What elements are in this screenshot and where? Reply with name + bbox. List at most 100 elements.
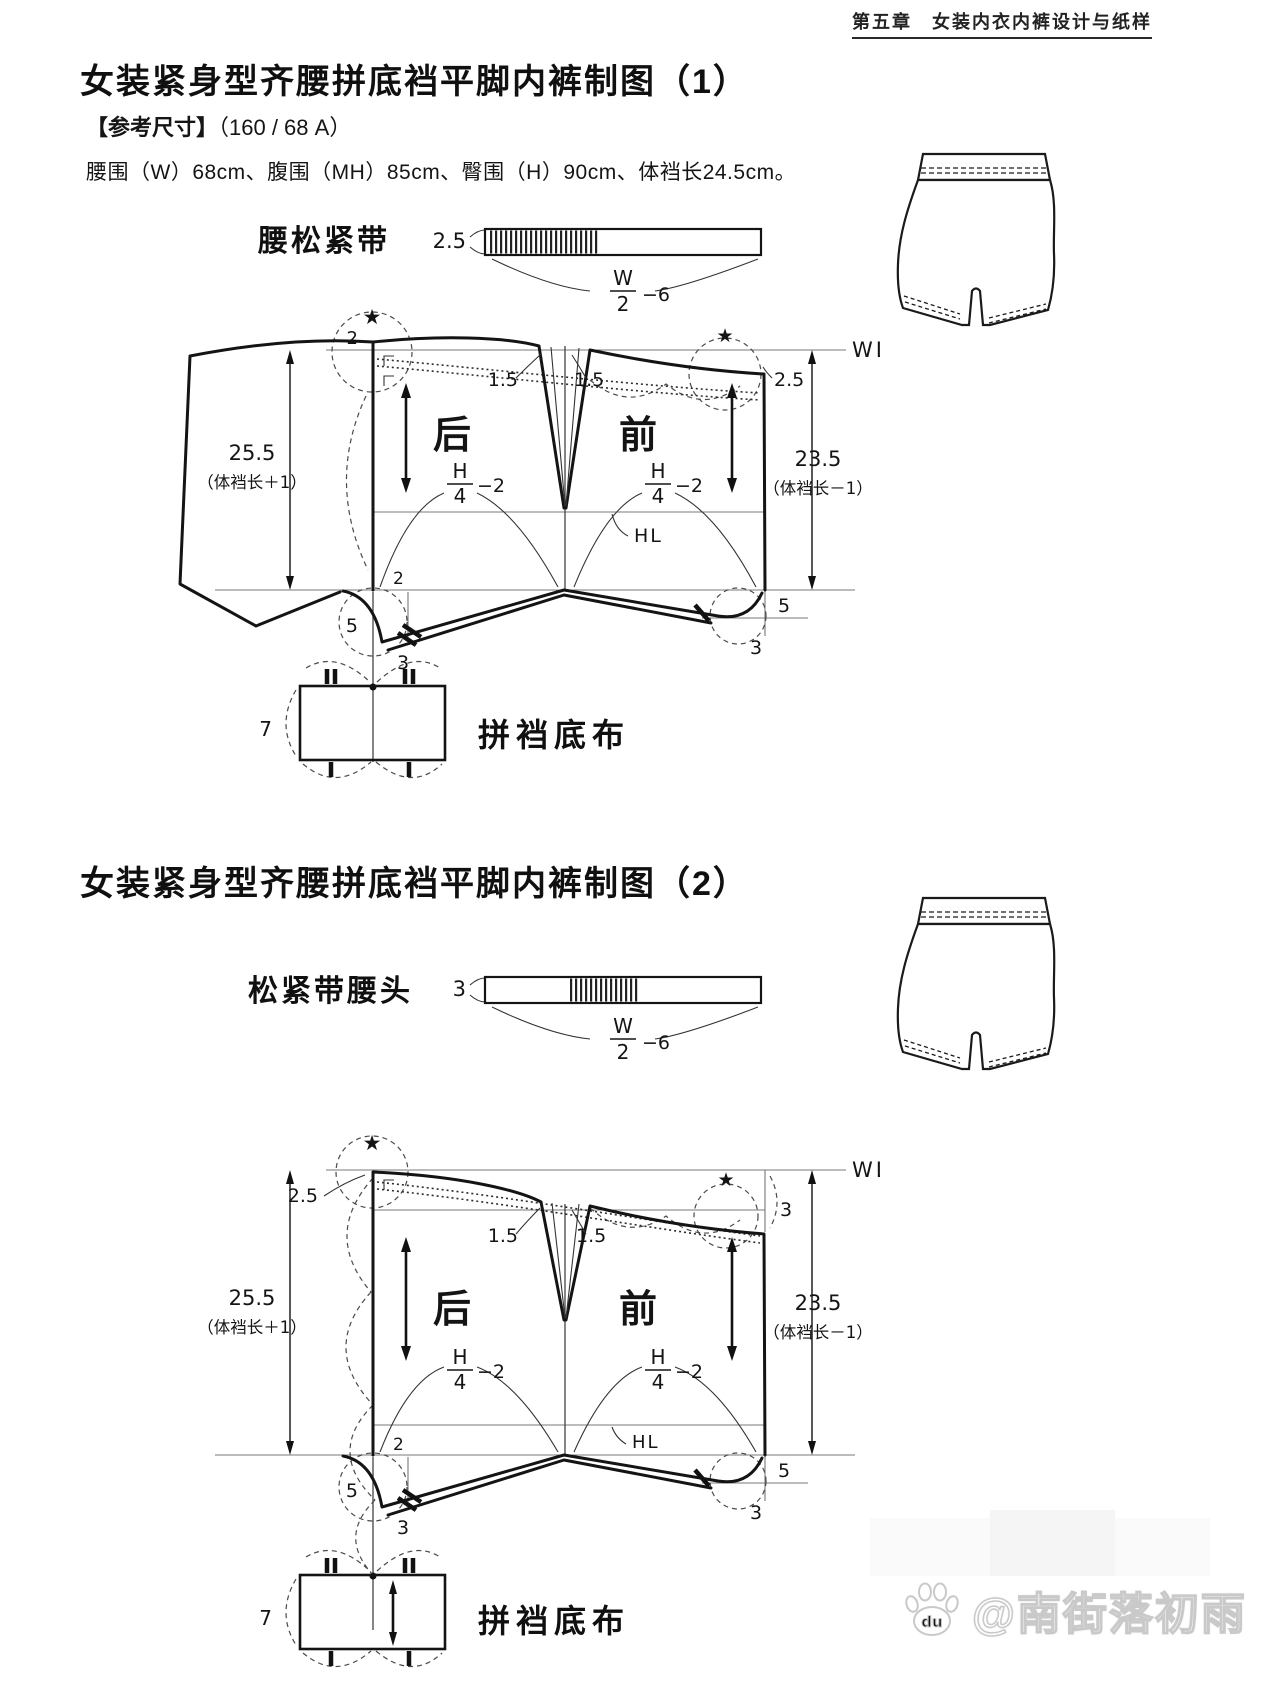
band2-hatch [570,978,638,1002]
dashed-guides [285,311,767,779]
scan-artifact-block [870,1518,990,1576]
band1-formula-suffix: −6 [642,284,670,306]
section2-title: 女装紧身型齐腰拼底裆平脚内裤制图（2） [80,865,749,903]
left-dimension-note: （体裆长＋1） [197,473,307,492]
waist-elastic-band1-diagram: 2.5 W 2 −6 [433,227,763,316]
back-piece-label: 后 [433,413,471,457]
front-piece-label: 前 [619,1287,657,1331]
leader-lines [323,1174,757,1453]
leg-right-3-label: 3 [750,637,762,659]
leg-left-5-label: 5 [346,615,358,637]
band2-label: 松紧带腰头 [248,975,413,1008]
dimension-arrowheads [286,1170,816,1455]
star-mark-front: ★ [717,1169,734,1191]
construction-lines [215,1169,855,1505]
pattern-outline [341,1170,767,1517]
back-piece-label: 后 [433,1287,471,1331]
leader-lines [379,353,773,588]
hip-formula-suffix-back: −2 [477,475,505,497]
leg-left-5-label: 5 [346,1480,358,1502]
waistline-label: WL [852,338,880,362]
shorts-illustration-2 [896,896,1056,1071]
band2-height: 3 [453,977,466,1001]
band1-label: 腰松紧带 [258,225,390,258]
scan-artifact-block [990,1510,1115,1576]
seam-notches [396,1468,711,1512]
ref-label: 【参考尺寸】 [86,115,219,140]
dart-right-label: 1.5 [576,1225,606,1247]
shorts-outline [896,896,1056,1071]
star-mark-back: ★ [363,305,382,329]
construction-lines [215,349,855,640]
grainline-arrows [391,1250,734,1634]
gusset-7-label: 7 [259,1606,272,1630]
hip-formula-num-back: H [452,459,467,483]
waistband-stitching [921,167,1048,174]
section1-title: 女装紧身型齐腰拼底裆平脚内裤制图（1） [80,63,749,101]
band1-hatch [488,230,598,254]
back-waist-drop-label: 2.5 [288,1185,318,1207]
gusset-notches [324,1558,416,1666]
dimension-arrows [289,1182,813,1443]
dimension-arrows [289,362,813,578]
front-piece-label: 前 [619,413,657,457]
band1-formula-numerator: W [613,266,633,290]
center-lines [372,346,566,762]
leg-right-5-label: 5 [778,595,790,617]
corner-2-label: 2 [347,328,358,349]
gusset2-label: 拼裆底布 [478,1603,631,1639]
hip-formula-den-back: 4 [454,484,467,508]
crotch-2-label: 2 [393,1435,404,1455]
band2-formula-denominator: 2 [617,1040,630,1064]
baidu-logo-text: du [921,1613,942,1631]
leg-left-3-label: 3 [397,1517,409,1539]
shorts-outline [896,152,1056,327]
ref-value: （160 / 68 A） [218,115,352,140]
seam-notches [396,603,711,647]
gusset-7-label: 7 [259,717,272,741]
right-dimension-note: （体裆长－1） [763,479,873,498]
band1-height: 2.5 [433,229,466,253]
front-waist-drop-label: 3 [780,1199,792,1221]
band2-height-bracket [469,977,486,1003]
dart-right-label: 1.5 [574,369,604,391]
hip-formula-suffix-back: −2 [477,1361,505,1383]
dart-left-label: 1.5 [488,369,518,391]
hip-formula-suffix-front: −2 [675,475,703,497]
band2-width-bracket [491,1006,759,1040]
dart-left-label: 1.5 [488,1225,518,1247]
left-dimension-value: 25.5 [229,441,276,465]
waistline-label: WL [852,1158,880,1182]
watermark-handle: @南街落初雨 [971,1589,1247,1640]
right-dimension-value: 23.5 [795,447,842,471]
band2-formula-numerator: W [613,1014,633,1038]
hem-stitching [903,295,1047,324]
hip-formula-den-front: 4 [652,1370,665,1394]
pattern-outline [178,336,767,652]
band1-width-bracket [491,258,759,292]
left-dimension-note: （体裆长＋1） [197,1318,307,1337]
dashed-guides [285,1135,778,1668]
front-waist-drop-label: 2.5 [774,369,804,391]
right-dimension-note: （体裆长－1） [763,1323,873,1342]
band2-formula-suffix: −6 [642,1032,670,1054]
leg-right-5-label: 5 [778,1460,790,1482]
crotch-2-label: 2 [393,569,404,589]
leg-left-3-label: 3 [397,652,409,674]
shorts-illustration-1 [896,152,1056,327]
star-mark-back: ★ [363,1131,382,1155]
hip-formula-den-back: 4 [454,1370,467,1394]
hip-formula-num-back: H [452,1345,467,1369]
leg-right-3-label: 3 [750,1502,762,1524]
dart-inner-lines [551,1202,580,1319]
band1-formula-denominator: 2 [617,292,630,316]
right-dimension-value: 23.5 [795,1291,842,1315]
hip-formula-den-front: 4 [652,484,665,508]
corner-marks [383,1179,394,1190]
chapter-header: 第五章 女装内衣内裤设计与纸样 [852,8,1152,39]
grainline-arrows [404,396,734,480]
waist-elastic-band2-diagram: 3 W 2 −6 [453,975,763,1064]
hip-formula-num-front: H [650,459,665,483]
waistband-stitching [921,911,1048,918]
